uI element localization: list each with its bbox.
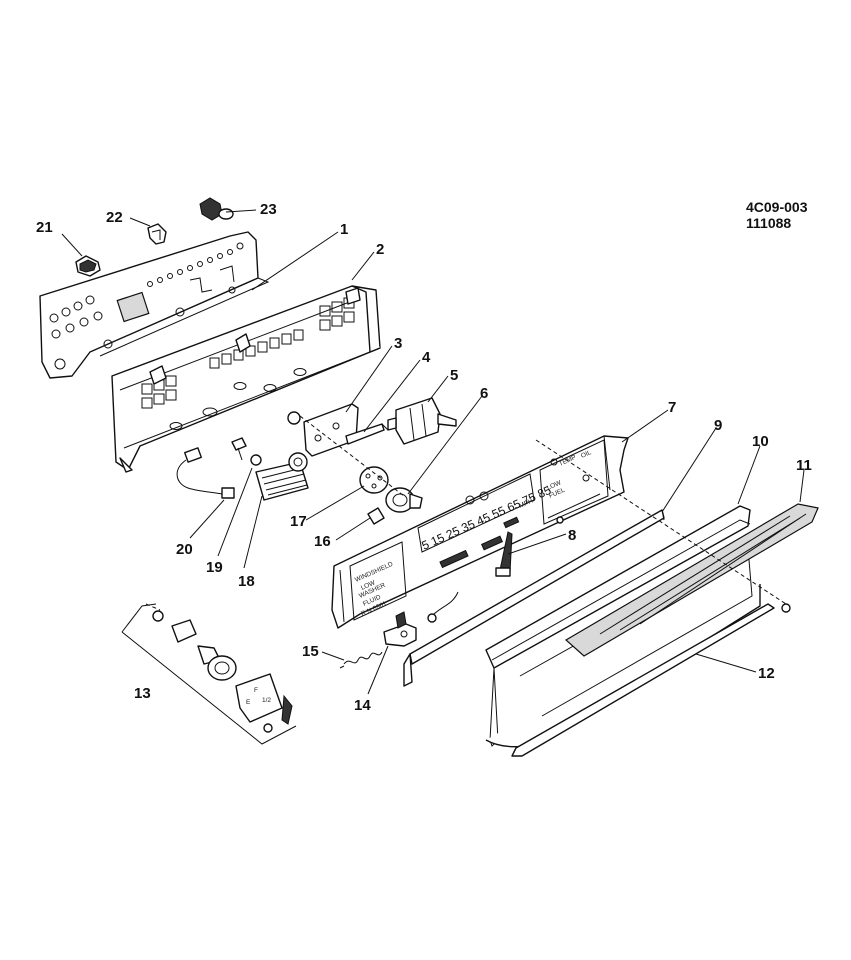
- callout-labels: 21 22 23 1 2 3 4 5 6 7 8 9 10 11 12 13 1…: [36, 201, 812, 714]
- gauge-empty-label: E: [246, 699, 251, 706]
- callout-13: 13: [134, 685, 151, 702]
- drawing-code-line1: 4C09-003: [746, 199, 808, 215]
- callout-15: 15: [302, 643, 319, 660]
- gauge-half-label: 1/2: [262, 697, 271, 704]
- part-2-cluster-housing: [111, 285, 381, 473]
- part-23-bulb: [199, 197, 234, 221]
- callout-12: 12: [758, 665, 775, 682]
- gauge-full-label: F: [254, 687, 258, 694]
- part-14-latch: [383, 611, 417, 647]
- callout-6: 6: [480, 385, 488, 402]
- part-13-gauge-assembly: F 1/2 E: [121, 603, 297, 745]
- part-9-trim-rail: [403, 509, 665, 687]
- callout-19: 19: [206, 559, 223, 576]
- callout-17: 17: [290, 513, 307, 530]
- part-20-wire-harness: [176, 447, 235, 499]
- leader-lines: [61, 209, 805, 695]
- part-7-face-plate: WINDSHIELD LOW WASHER FLUID R N 0961 5 1…: [331, 435, 629, 629]
- callout-8: 8: [568, 527, 576, 544]
- part-19-screw: [231, 437, 262, 466]
- part-1-circuit-board: [39, 231, 270, 379]
- part-6-sender: [385, 487, 423, 513]
- callout-18: 18: [238, 573, 255, 590]
- part-17-gauge-disk: [359, 466, 389, 494]
- assembly-lines: [145, 415, 787, 611]
- callout-22: 22: [106, 209, 123, 226]
- part-4-connector: [345, 423, 389, 445]
- callout-3: 3: [394, 335, 402, 352]
- callout-14: 14: [354, 697, 371, 714]
- callout-5: 5: [450, 367, 458, 384]
- drawing-code-line2: 111088: [746, 215, 791, 231]
- callout-23: 23: [260, 201, 277, 218]
- callout-7: 7: [668, 399, 676, 416]
- callout-10: 10: [752, 433, 769, 450]
- part-3-bracket: [287, 403, 359, 457]
- callout-1: 1: [340, 221, 348, 238]
- callout-2: 2: [376, 241, 384, 258]
- part-16-small-bulb: [367, 507, 385, 525]
- part-11-trim-strip: [564, 503, 819, 657]
- part-8-pointer: [495, 531, 513, 577]
- callout-9: 9: [714, 417, 722, 434]
- part-15-spring: [339, 651, 383, 669]
- part-12-bezel-bottom: [511, 603, 791, 757]
- part-5-switch: [387, 397, 457, 445]
- callout-21: 21: [36, 219, 53, 236]
- callout-11: 11: [796, 457, 812, 474]
- part-22-clip: [147, 223, 167, 245]
- oil-label: OIL: [580, 449, 593, 460]
- callout-16: 16: [314, 533, 331, 550]
- callout-20: 20: [176, 541, 193, 558]
- part-18-regulator: [255, 452, 309, 501]
- callout-4: 4: [422, 349, 431, 366]
- part-21-bulb-socket: [75, 255, 101, 277]
